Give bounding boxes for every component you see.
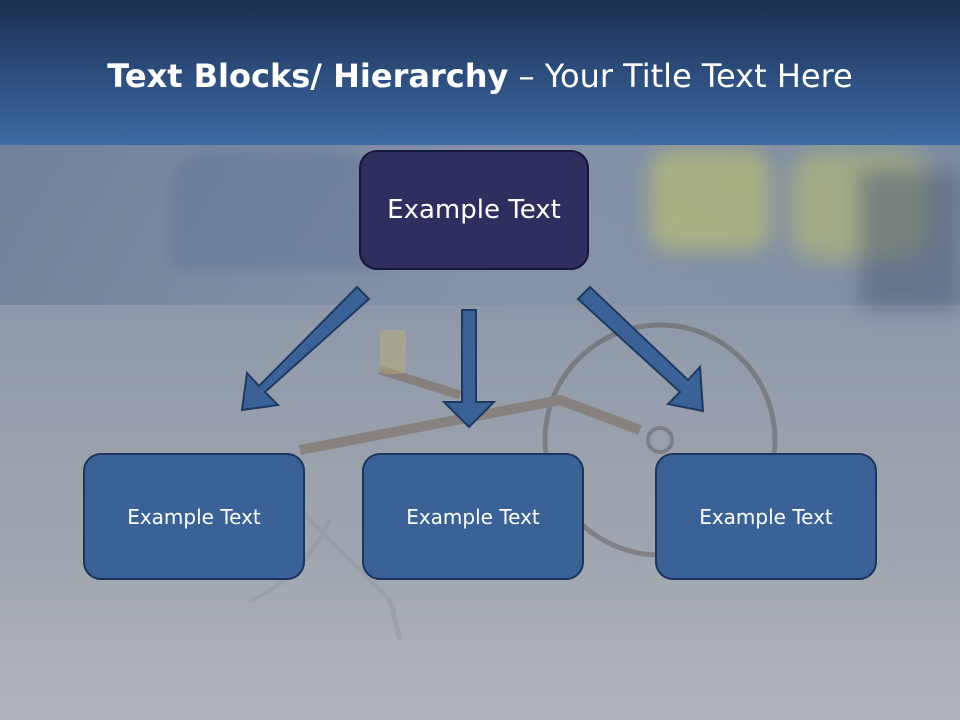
bicycle-hub	[646, 426, 674, 454]
background-car	[170, 150, 390, 270]
hierarchy-child-box-right: Example Text	[655, 453, 877, 580]
hierarchy-child-box-left: Example Text	[83, 453, 305, 580]
hierarchy-top-label: Example Text	[387, 195, 561, 225]
slide-title-rest: Your Title Text Here	[544, 57, 853, 95]
background-road	[0, 560, 960, 720]
bicycle-reflector	[380, 330, 406, 374]
hierarchy-child-box-middle: Example Text	[362, 453, 584, 580]
slide-title-bold: Text Blocks/ Hierarchy	[107, 57, 509, 95]
background-dark-shape	[860, 170, 960, 310]
bicycle-frame-top	[378, 365, 462, 400]
arrow-to-left-icon	[240, 285, 371, 412]
arrow-to-middle-icon	[441, 309, 497, 429]
hierarchy-child-label: Example Text	[406, 504, 540, 529]
arrow-to-right-icon	[576, 285, 705, 413]
hierarchy-child-label: Example Text	[699, 504, 833, 529]
slide-title: Text Blocks/ Hierarchy – Your Title Text…	[0, 52, 960, 100]
hierarchy-child-label: Example Text	[127, 504, 261, 529]
bicycle-fork	[298, 508, 403, 641]
title-band: Text Blocks/ Hierarchy – Your Title Text…	[0, 0, 960, 145]
hierarchy-top-box: Example Text	[359, 150, 589, 270]
background-vehicle-yellow	[650, 150, 770, 250]
bicycle-frame	[299, 394, 642, 455]
slide-title-dash: –	[508, 57, 545, 95]
